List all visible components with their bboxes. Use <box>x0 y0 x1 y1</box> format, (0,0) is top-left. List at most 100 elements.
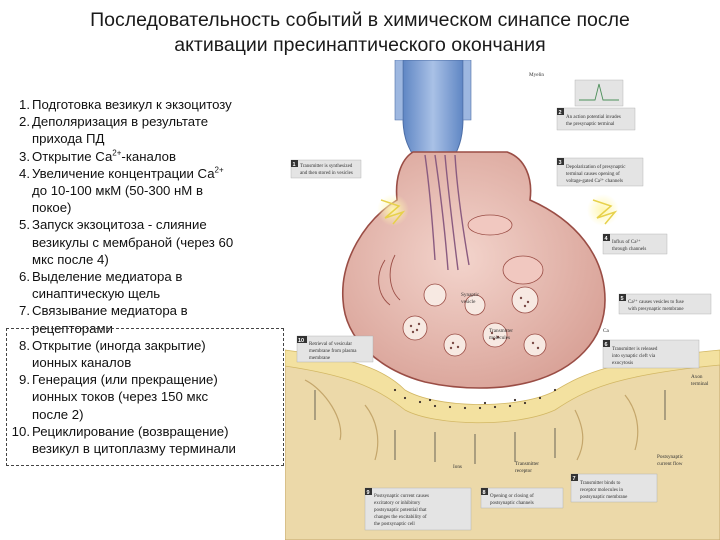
box-text: Depolarization of presynaptic <box>566 165 626 170</box>
annotation-box-4: 4 Influx of Ca²⁺ through channels <box>602 233 668 255</box>
vesicle <box>443 333 467 357</box>
synaptic-vesicle-label: Synaptic <box>461 292 480 298</box>
box-text: An action potential invades <box>566 115 621 120</box>
step-line: Выделение медиатора в <box>32 269 183 285</box>
synapse-illustration: 1 Transmitter is synthesized and then st… <box>285 60 720 540</box>
box-text: receptor molecules in <box>580 488 624 493</box>
box-text: Retrieval of vesicular <box>309 342 352 347</box>
svg-text:1: 1 <box>293 162 296 168</box>
annotation-box-2: 2 An action potential invades the presyn… <box>556 107 636 131</box>
action-potential-inset <box>574 79 624 107</box>
step-number: 5. <box>19 217 30 233</box>
transmitter-molecules-label: Transmitter <box>489 328 513 334</box>
highlight-dashed-box <box>6 328 284 466</box>
step-item: 6. Выделение медиатора в синаптическую щ… <box>8 268 290 302</box>
svg-text:9: 9 <box>367 490 370 496</box>
transmitter-molecules <box>393 388 557 410</box>
transmitter-receptor-label: receptor <box>515 468 532 474</box>
box-text: postsynaptic channels <box>490 501 534 506</box>
step-line: синаптическую щель <box>32 286 161 302</box>
annotation-box-3: 3 Depolarization of presynaptic terminal… <box>556 157 644 187</box>
step-text: -каналов <box>121 148 177 164</box>
box-text: with presynaptic membrane <box>628 307 684 312</box>
step-line: Подготовка везикул к экзоцитозу <box>32 97 232 112</box>
vesicle <box>511 286 539 314</box>
step-number: 10. <box>11 423 30 439</box>
step-line: Запуск экзоцитоза - слияние <box>32 217 207 233</box>
step-item: 1. Подготовка везикул к экзоцитозу <box>8 96 290 113</box>
ca-label: Ca <box>603 328 609 334</box>
step-line: прихода ПД <box>32 131 105 147</box>
svg-text:6: 6 <box>605 342 608 348</box>
step-item: 5. Запуск экзоцитоза - слияние везикулы … <box>8 216 290 268</box>
postsynaptic-current-label: Postsynaptic <box>657 454 684 460</box>
box-text: and then stored in vesicles <box>300 171 353 176</box>
svg-text:2: 2 <box>559 110 562 116</box>
step-superscript: 2+ <box>214 165 224 175</box>
box-text: the presynaptic terminal <box>566 122 615 127</box>
step-text: Открытие Са <box>32 148 113 164</box>
step-line: ионных каналов <box>32 355 132 371</box>
transmitter-molecules-label: molecules <box>489 335 510 341</box>
annotation-box-6: 6 Transmitter is released into synaptic … <box>602 339 700 369</box>
box-text: Postsynaptic current causes <box>374 494 429 499</box>
calcium-glow-left <box>377 194 409 226</box>
step-line: ионных токов (через 150 мкс <box>32 389 209 405</box>
step-line: Открытие Са2+-каналов <box>32 148 290 165</box>
step-item: 10. Рециклирование (возвращение) везикул… <box>8 423 290 457</box>
box-text: Ca²⁺ causes vesicles to fuse <box>628 299 685 305</box>
box-text: Opening or closing of <box>490 494 534 499</box>
box-text: Transmitter is synthesized <box>300 164 353 169</box>
step-number: 1. <box>19 97 30 112</box>
step-number: 9. <box>19 372 30 388</box>
box-text: through channels <box>612 247 646 252</box>
step-item: 3. Открытие Са2+-каналов <box>8 148 290 165</box>
svg-text:5: 5 <box>621 296 624 302</box>
vesicle <box>423 283 447 307</box>
synapse-svg: 1 Transmitter is synthesized and then st… <box>285 60 720 540</box>
step-number: 4. <box>19 165 30 181</box>
box-text: postsynaptic potential that <box>374 508 427 513</box>
slide-title: Последовательность событий в химическом … <box>20 8 700 58</box>
step-text: Увеличение концентрации Са <box>32 165 215 181</box>
ion-flow-arrows <box>314 390 666 464</box>
svg-text:3: 3 <box>559 160 562 166</box>
annotation-box-9: 9 Postsynaptic current causes excitatory… <box>364 487 472 531</box>
ions-label: Ions <box>453 464 462 470</box>
transmitter-receptor-label: Transmitter <box>515 461 539 467</box>
step-line: Увеличение концентрации Са2+ <box>32 165 290 182</box>
step-line: покое) <box>32 200 72 216</box>
box-text: exocytosis <box>612 361 633 366</box>
step-number: 2. <box>19 114 30 130</box>
box-text: Transmitter is released <box>612 347 658 352</box>
annotation-box-5: 5 Ca²⁺ causes vesicles to fuse with pres… <box>618 293 712 315</box>
annotation-box-1: 1 Transmitter is synthesized and then st… <box>290 159 362 179</box>
axon-terminal-label: Axon <box>691 374 703 380</box>
step-number: 3. <box>19 148 30 164</box>
box-text: voltage-gated Ca²⁺ channels <box>566 178 623 184</box>
step-item: 4. Увеличение концентрации Са2+ до 10-10… <box>8 165 290 217</box>
box-text: membrane <box>309 356 331 361</box>
calcium-flash-right <box>592 199 618 225</box>
box-text: changes the excitability of <box>374 515 427 520</box>
endoplasmic-reticulum <box>378 254 401 306</box>
annotation-box-7: 7 Transmitter binds to receptor molecule… <box>570 473 658 503</box>
box-text: into synaptic cleft via <box>612 354 656 359</box>
step-line: Открытие (иногда закрытие) <box>32 337 206 353</box>
axon <box>402 60 464 156</box>
postsynaptic-membrane-folds <box>304 379 639 461</box>
box-text: terminal causes opening of <box>566 172 620 177</box>
title-line-1: Последовательность событий в химическом … <box>90 9 630 31</box>
step-item: 2. Деполяризация в результате прихода ПД <box>8 113 290 147</box>
step-number: 7. <box>19 303 30 319</box>
box-text: membrane from plasma <box>309 349 357 354</box>
box-text: Influx of Ca²⁺ <box>612 239 641 245</box>
organelle <box>502 255 544 285</box>
steps-list: 1. Подготовка везикул к экзоцитозу 2. Де… <box>8 96 290 457</box>
step-superscript: 2+ <box>112 148 122 158</box>
vesicle <box>402 315 428 341</box>
box-text: excitatory or inhibitory <box>374 501 421 506</box>
step-line: Связывание медиатора в <box>32 303 188 319</box>
svg-text:4: 4 <box>605 236 609 242</box>
axon-terminal-label: terminal <box>691 381 709 387</box>
